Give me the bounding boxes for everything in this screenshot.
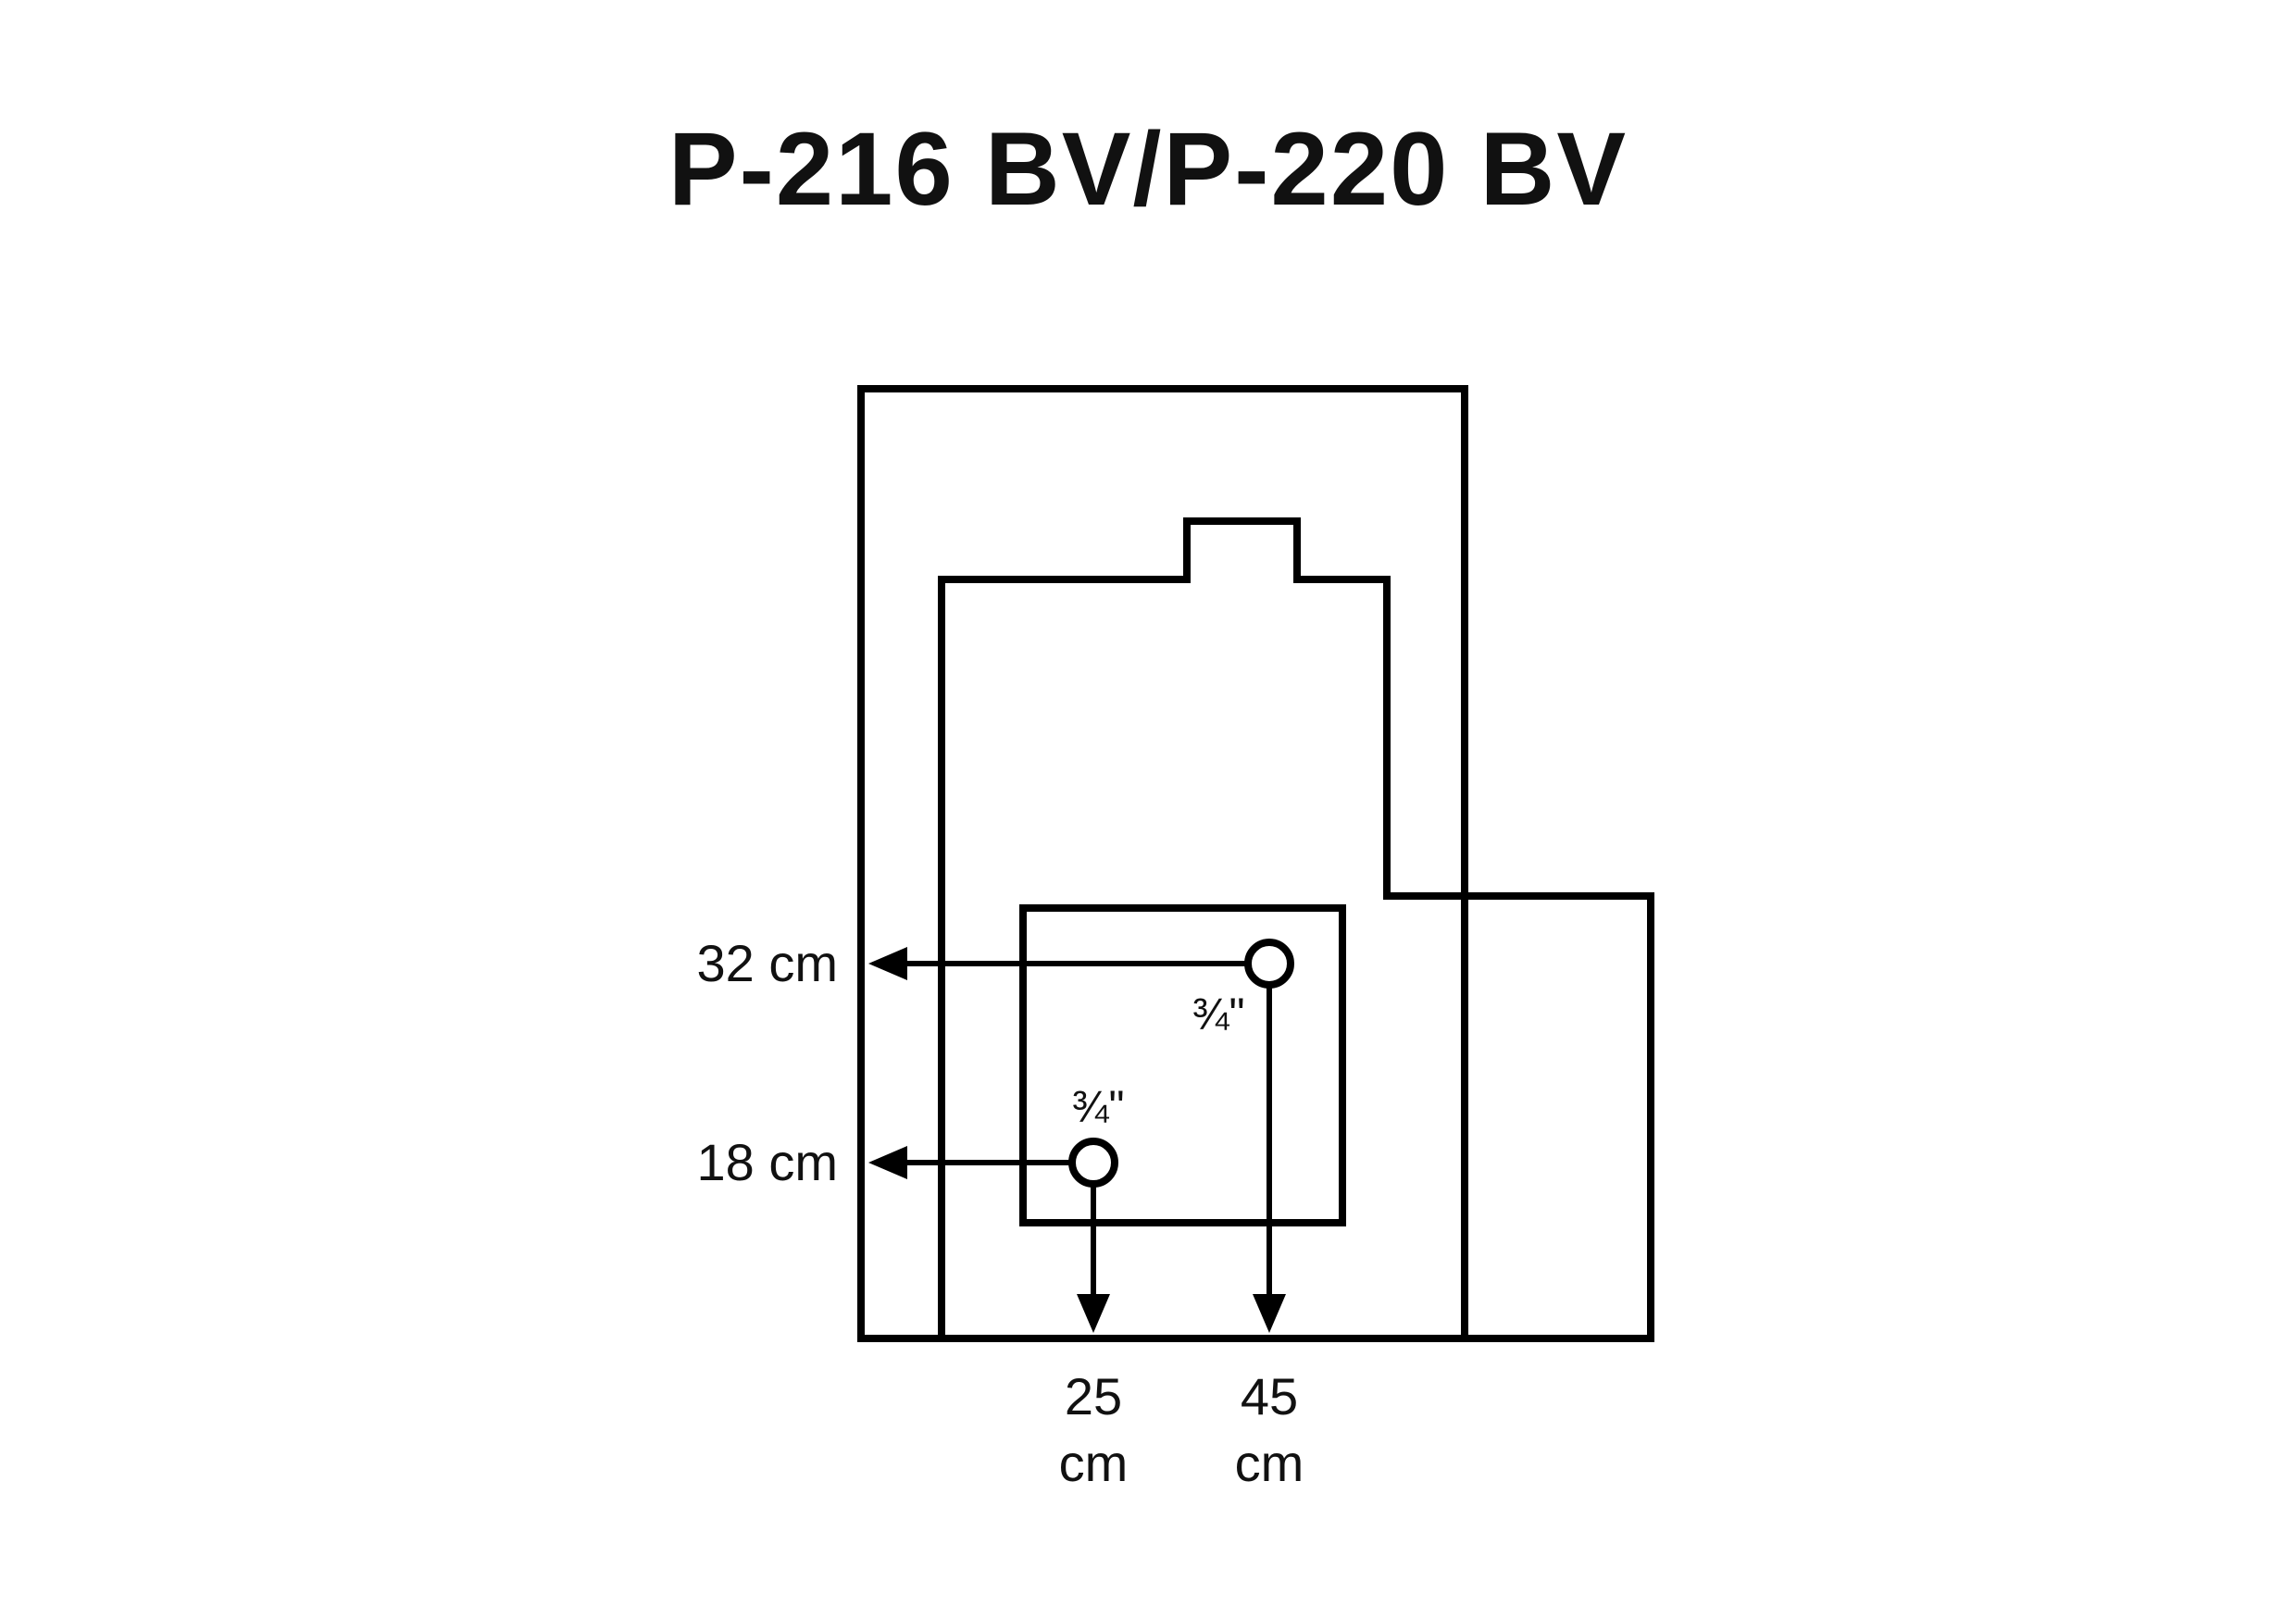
dim-25-arrowhead: [1077, 1294, 1110, 1333]
dim-18-arrowhead: [868, 1146, 907, 1179]
dim-32-arrowhead: [868, 947, 907, 980]
dim-45-arrowhead: [1253, 1294, 1286, 1333]
connection-panel-outline: [1019, 904, 1346, 1226]
right-extension-outline: [1383, 892, 1654, 1342]
lower-port-size-label: ¾": [1071, 1083, 1124, 1132]
dim-45-value-label: 45: [1241, 1367, 1298, 1425]
dim-45-unit-label: cm: [1235, 1434, 1304, 1492]
dim-18-label: 18 cm: [697, 1133, 839, 1191]
lower-port-circle: [1068, 1138, 1118, 1188]
page-title: P-216 BV/P-220 BV: [668, 111, 1628, 227]
dim-25-unit-label: cm: [1059, 1434, 1129, 1492]
dim-25-value-label: 25: [1065, 1367, 1122, 1425]
outer-body-outline: [857, 385, 1468, 1342]
inner-body-outline: [938, 517, 1391, 1342]
upper-port-size-label: ¾": [1192, 990, 1244, 1039]
dim-32-label: 32 cm: [697, 934, 839, 992]
upper-port-circle: [1244, 939, 1294, 989]
